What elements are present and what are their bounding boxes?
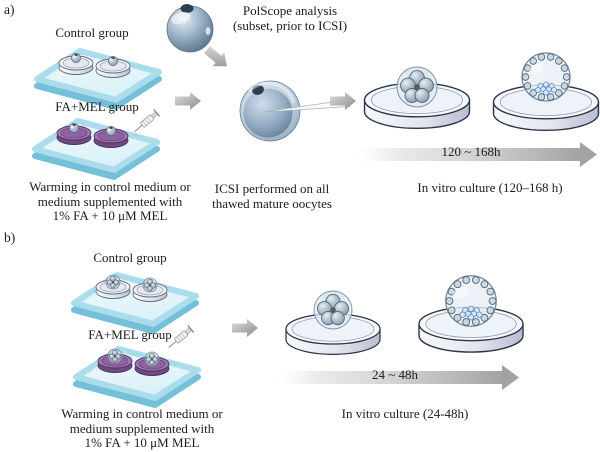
- arrow-bend-down-right-icon: [201, 42, 233, 74]
- oocyte-icon: [107, 55, 119, 67]
- icsi-oocyte: [239, 80, 351, 142]
- petri-dish-cleaved-a: [363, 66, 471, 130]
- blastocyst-sphere: [521, 52, 571, 102]
- cleaved-embryo-icon: [107, 348, 123, 364]
- famel-group-label-a: FA+MEL group: [55, 99, 139, 114]
- polscope-oocyte: [166, 4, 214, 53]
- arrow-right-icon: [175, 92, 201, 110]
- cleaved-embryo-icon: [105, 274, 121, 290]
- cleaved-embryo-morula: [396, 66, 438, 108]
- culture-caption-b: In vitro culture (24-48h): [341, 406, 469, 421]
- arrow-right-icon: [232, 319, 258, 337]
- polscope-caption: PolScope analysis (subset, prior to ICSI…: [232, 3, 348, 33]
- panel-a-label: a): [4, 2, 15, 17]
- cleaved-embryo-morula: [313, 290, 353, 330]
- timeline-label-a: 120 ~ 168h: [441, 144, 501, 159]
- icsi-caption: ICSI performed on all thawed mature oocy…: [212, 181, 332, 211]
- cleaved-embryo-icon: [144, 351, 160, 367]
- petri-dish-blastocyst-a: [492, 52, 600, 132]
- cleaved-embryo-icon: [142, 277, 158, 293]
- warming-caption-b: Warming in control medium or medium supp…: [61, 406, 223, 450]
- oocyte-icon: [70, 52, 82, 64]
- warming-caption-a: Warming in control medium or medium supp…: [29, 179, 191, 223]
- culture-caption-a: In vitro culture (120–168 h): [417, 180, 563, 195]
- famel-group-label-b: FA+MEL group: [88, 327, 172, 342]
- blastocyst-sphere: [445, 275, 497, 327]
- oocyte-icon: [68, 122, 80, 134]
- petri-dish-blastocyst-b: [418, 275, 524, 353]
- petri-dish-cleaved-b: [285, 290, 381, 355]
- culture-plate-famel-b: [76, 349, 198, 405]
- control-group-label-a: Control group: [55, 25, 129, 40]
- panel-b-label: b): [4, 230, 16, 245]
- timeline-arrow-a: [358, 142, 597, 167]
- oocyte-icon: [105, 125, 117, 137]
- control-group-label-b: Control group: [93, 250, 167, 265]
- timeline-label-b: 24 ~ 48h: [371, 367, 419, 382]
- timeline-arrow-b: [278, 365, 519, 390]
- culture-plate-control-b: [74, 275, 196, 331]
- culture-plate-famel-a: [35, 121, 157, 177]
